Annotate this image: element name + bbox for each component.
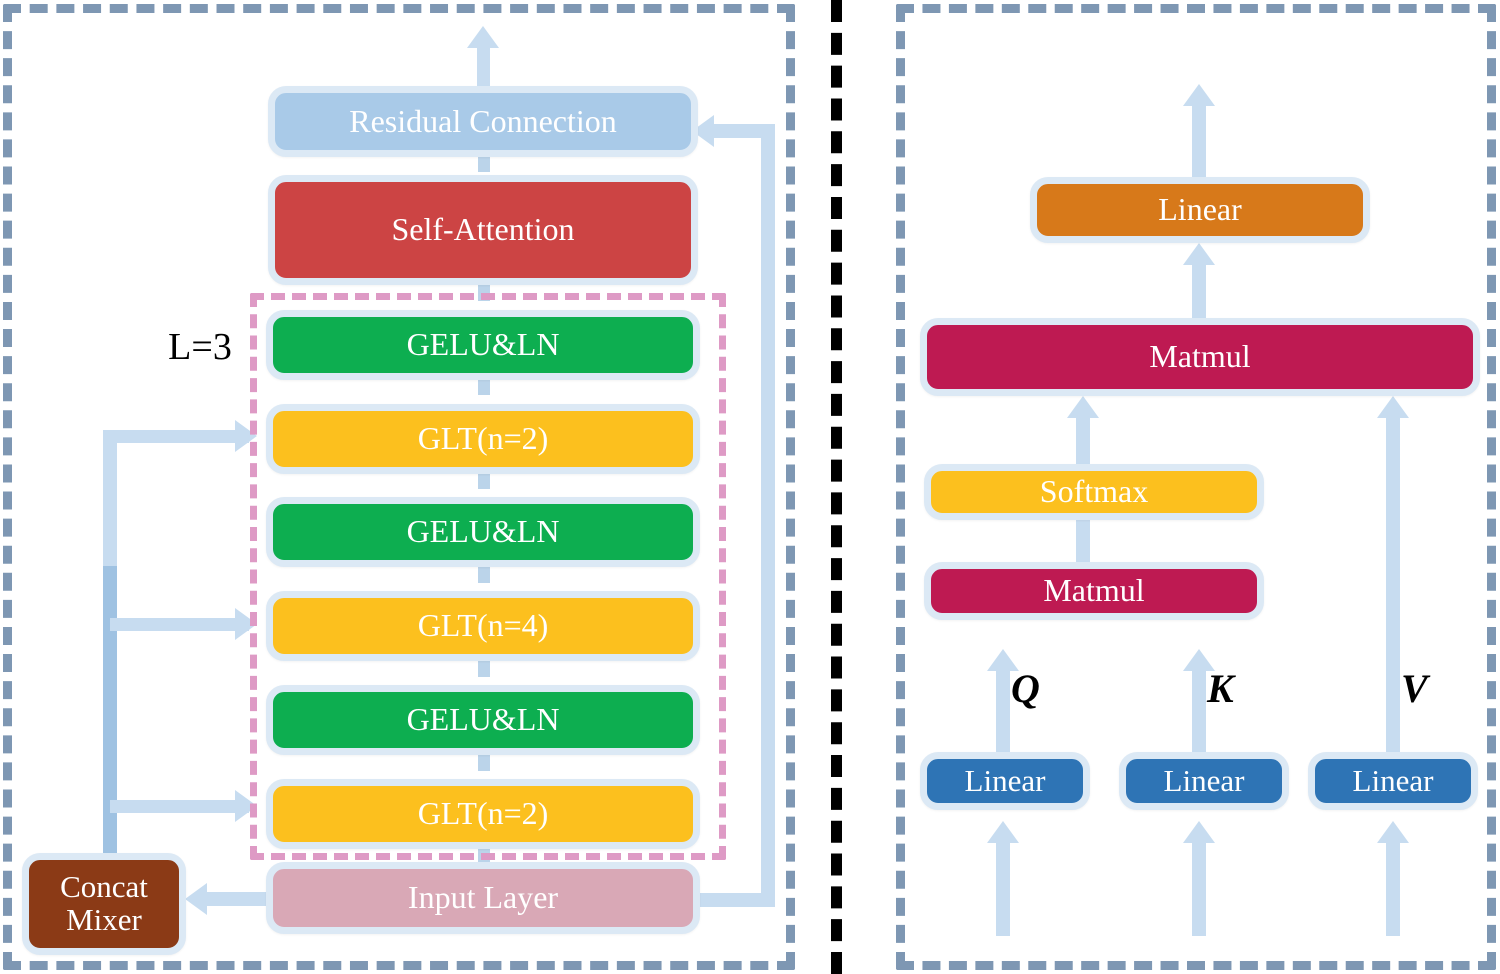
loop-count-label: L=3 [168, 326, 232, 368]
residual-path-vertical [761, 124, 775, 907]
node-linear-v-label: Linear [1352, 762, 1434, 798]
mixer-trunk-lower [103, 566, 117, 856]
mixer-branch-top [103, 430, 249, 443]
node-concat-mixer-label-line1: Concat [60, 869, 148, 905]
panel-divider [831, 0, 842, 974]
linear-v-input-arrowhead [1377, 821, 1409, 843]
node-glt-n4[interactable]: GLT(n=4) [266, 591, 700, 661]
node-residual-connection[interactable]: Residual Connection [268, 86, 698, 157]
node-self-attention[interactable]: Self-Attention [268, 175, 698, 285]
node-linear-q[interactable]: Linear [920, 752, 1090, 810]
softmax-to-matmul-arrowhead [1067, 396, 1099, 418]
node-linear-output[interactable]: Linear [1030, 177, 1370, 243]
node-softmax[interactable]: Softmax [924, 464, 1264, 520]
node-glt-n2-top[interactable]: GLT(n=2) [266, 404, 700, 474]
edge-label-q: Q [1011, 666, 1040, 711]
loop-repetition-box [250, 293, 726, 860]
tick-glt1-gelu2 [478, 473, 490, 489]
node-residual-connection-label: Residual Connection [349, 102, 617, 139]
tick-gelu1-glt1 [478, 379, 490, 395]
node-gelu-ln-3[interactable]: GELU&LN [266, 685, 700, 755]
tick-glt2-gelu3 [478, 661, 490, 677]
node-matmul-qk[interactable]: Matmul [924, 562, 1264, 620]
input-to-mixer-shaft [205, 892, 280, 906]
mixer-trunk-upper [103, 436, 117, 566]
q-path-shaft [996, 668, 1010, 754]
node-glt-n4-label: GLT(n=4) [417, 607, 549, 644]
linear-v-input-shaft [1386, 839, 1400, 936]
node-linear-output-label: Linear [1158, 191, 1242, 228]
v-path-shaft [1386, 414, 1400, 754]
tick-gelu2-glt2 [478, 567, 490, 583]
edge-label-k: K [1207, 666, 1234, 711]
input-to-mixer-arrowhead [185, 883, 207, 915]
node-glt-n2-bottom[interactable]: GLT(n=2) [266, 779, 700, 849]
node-matmul-top[interactable]: Matmul [920, 318, 1480, 396]
softmax-to-matmul-shaft [1076, 414, 1090, 466]
node-gelu-ln-1-label: GELU&LN [406, 326, 560, 363]
left-panel-container [3, 4, 795, 970]
node-glt-n2-bottom-label: GLT(n=2) [417, 795, 549, 832]
q-path-arrowhead [987, 649, 1019, 671]
k-path-arrowhead [1183, 649, 1215, 671]
attn-output-shaft [1192, 105, 1206, 177]
node-input-layer[interactable]: Input Layer [266, 862, 700, 934]
output-arrow-shaft [477, 44, 490, 92]
linear-k-input-arrowhead [1183, 821, 1215, 843]
node-gelu-ln-2-label: GELU&LN [406, 513, 560, 550]
node-gelu-ln-3-label: GELU&LN [406, 701, 560, 738]
edge-label-v: V [1401, 666, 1428, 711]
node-input-layer-label: Input Layer [407, 879, 559, 916]
tick-residual-selfattn [478, 156, 490, 172]
node-gelu-ln-2[interactable]: GELU&LN [266, 497, 700, 567]
node-glt-n2-top-label: GLT(n=2) [417, 420, 549, 457]
matmulqk-to-softmax-shaft [1076, 518, 1090, 564]
tick-gelu3-glt3 [478, 755, 490, 771]
node-softmax-label: Softmax [1039, 473, 1149, 510]
residual-path-bottom [697, 893, 775, 907]
matmul-to-linear-shaft [1192, 262, 1206, 320]
residual-path-top [714, 124, 769, 138]
mixer-branch-mid [110, 618, 249, 631]
node-linear-k-label: Linear [1163, 762, 1245, 798]
linear-k-input-shaft [1192, 839, 1206, 936]
linear-q-input-shaft [996, 839, 1010, 936]
right-panel-container [896, 4, 1496, 970]
attn-output-arrowhead [1183, 84, 1215, 106]
node-concat-mixer[interactable]: Concat Mixer [22, 853, 186, 955]
matmul-to-linear-arrowhead [1183, 243, 1215, 265]
node-concat-mixer-label-line2: Mixer [66, 902, 142, 937]
node-linear-k[interactable]: Linear [1119, 752, 1289, 810]
output-arrowhead [467, 26, 499, 48]
v-path-arrowhead [1377, 396, 1409, 418]
node-linear-v[interactable]: Linear [1308, 752, 1478, 810]
k-path-shaft [1192, 668, 1206, 754]
node-gelu-ln-1[interactable]: GELU&LN [266, 310, 700, 380]
node-matmul-qk-label: Matmul [1043, 572, 1145, 609]
node-linear-q-label: Linear [964, 762, 1046, 798]
mixer-branch-bottom [110, 800, 249, 813]
node-matmul-top-label: Matmul [1149, 338, 1251, 375]
linear-q-input-arrowhead [987, 821, 1019, 843]
node-self-attention-label: Self-Attention [391, 211, 575, 248]
